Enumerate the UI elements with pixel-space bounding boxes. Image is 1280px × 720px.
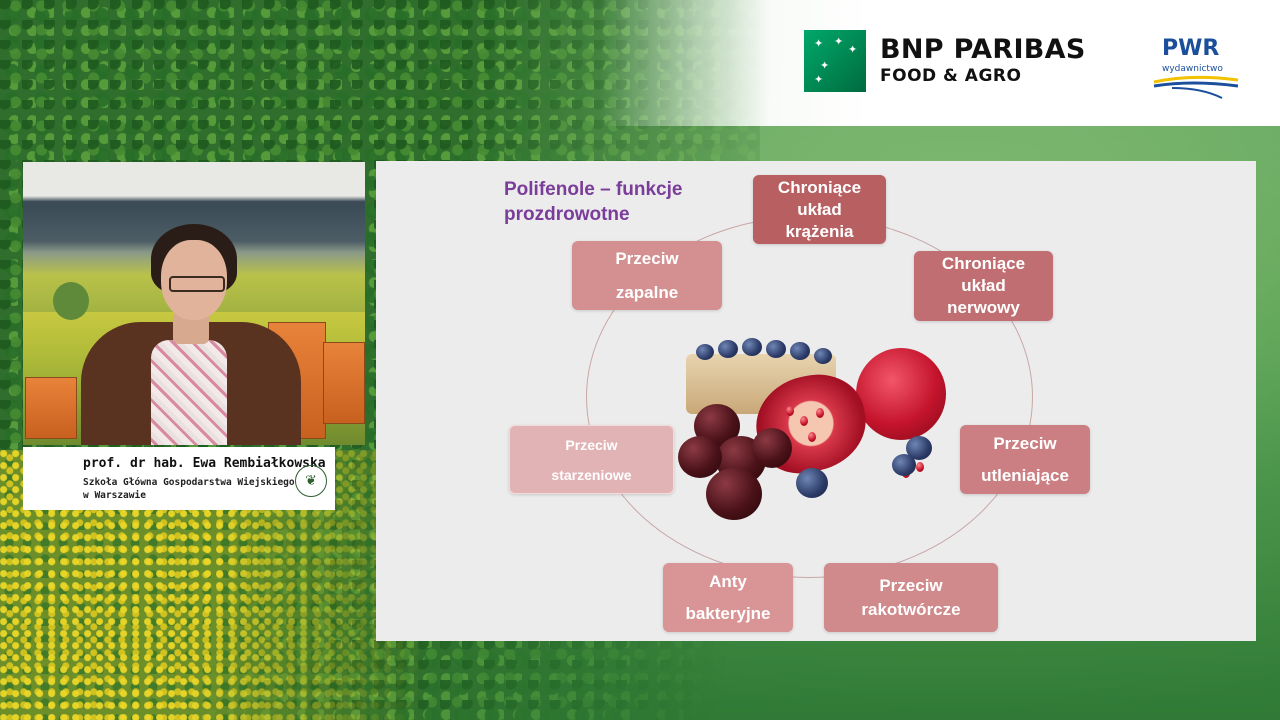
function-label: utleniające	[981, 465, 1069, 485]
blueberry	[696, 344, 714, 360]
function-label: Przeciw	[615, 248, 679, 268]
blueberry	[790, 342, 810, 360]
cherry	[678, 436, 722, 478]
blueberry	[796, 468, 828, 498]
pwr-logo-subtitle: wydawnictwo	[1162, 64, 1223, 74]
pomegranate-seed	[800, 416, 808, 426]
pomegranate-seed	[916, 462, 924, 472]
speaker-glasses	[169, 276, 225, 292]
blueberry	[892, 454, 916, 476]
blueberry	[766, 340, 786, 358]
function-label: układ	[797, 199, 842, 219]
blueberry	[742, 338, 762, 356]
video-beehive	[25, 377, 77, 439]
function-box-antibacterial: Anty bakteryjne	[663, 563, 793, 632]
function-label: Przeciw	[879, 575, 943, 595]
function-label: rakotwórcze	[861, 599, 961, 619]
bnp-brand-subtitle: FOOD & AGRO	[880, 66, 1022, 86]
sggw-emblem-icon: ❦	[295, 465, 327, 497]
slide-title-line: Polifenole – funkcje	[504, 179, 683, 200]
speaker-shirt	[151, 340, 227, 445]
speaker-name: prof. dr hab. Ewa Rembiałkowska	[83, 456, 326, 471]
sponsor-logo-bar	[600, 0, 1280, 126]
pomegranate-seed	[786, 406, 794, 416]
pomegranate-whole	[856, 348, 946, 440]
cherry	[706, 468, 762, 520]
function-box-antioxidant: Przeciw utleniające	[960, 425, 1090, 494]
pwr-logo-text: PWR	[1162, 36, 1220, 61]
pomegranate-seed	[808, 432, 816, 442]
function-label: układ	[961, 276, 1006, 295]
cherry	[752, 428, 792, 468]
function-label: krążenia	[785, 221, 854, 241]
speaker-face	[161, 240, 227, 320]
blueberry	[718, 340, 738, 358]
bnp-brand-name: BNP PARIBAS	[880, 34, 1086, 65]
video-tree	[53, 282, 89, 320]
function-label: Chroniące	[941, 254, 1026, 273]
fruit-illustration	[666, 336, 966, 526]
blueberry	[814, 348, 832, 364]
function-label: Chroniące	[777, 177, 862, 197]
speaker-video-feed	[23, 162, 365, 445]
presentation-slide: Polifenole – funkcje prozdrowotne Chroni…	[376, 161, 1256, 641]
function-box-nervous: Chroniące układ nerwowy	[914, 251, 1053, 321]
speaker-affiliation-city: w Warszawie	[83, 490, 146, 501]
video-beehive	[323, 342, 365, 424]
function-box-circulatory: Chroniące układ krążenia	[753, 175, 886, 244]
function-label: starzeniowe	[551, 466, 632, 483]
function-box-anticancer: Przeciw rakotwórcze	[824, 563, 998, 632]
function-label: zapalne	[615, 282, 679, 302]
function-label: bakteryjne	[685, 603, 771, 623]
speaker-name-plate: prof. dr hab. Ewa Rembiałkowska Szkoła G…	[23, 447, 335, 510]
slide-title-line: prozdrowotne	[504, 204, 630, 225]
bnp-paribas-stars-icon: ✦ ✦ ✦ ✦ ✦	[804, 30, 866, 92]
pomegranate-seed	[816, 408, 824, 418]
speaker-affiliation: Szkoła Główna Gospodarstwa Wiejskiego	[83, 477, 295, 488]
function-label: Anty	[709, 571, 747, 591]
function-box-anti-inflammatory: Przeciw zapalne	[572, 241, 722, 310]
function-label: Przeciw	[565, 436, 618, 453]
slide-title: Polifenole – funkcje prozdrowotne	[504, 177, 744, 227]
function-box-anti-aging: Przeciw starzeniowe	[509, 425, 674, 494]
pwr-swoosh-icon	[1153, 75, 1239, 99]
function-label: nerwowy	[947, 298, 1020, 317]
function-label: Przeciw	[993, 433, 1057, 453]
